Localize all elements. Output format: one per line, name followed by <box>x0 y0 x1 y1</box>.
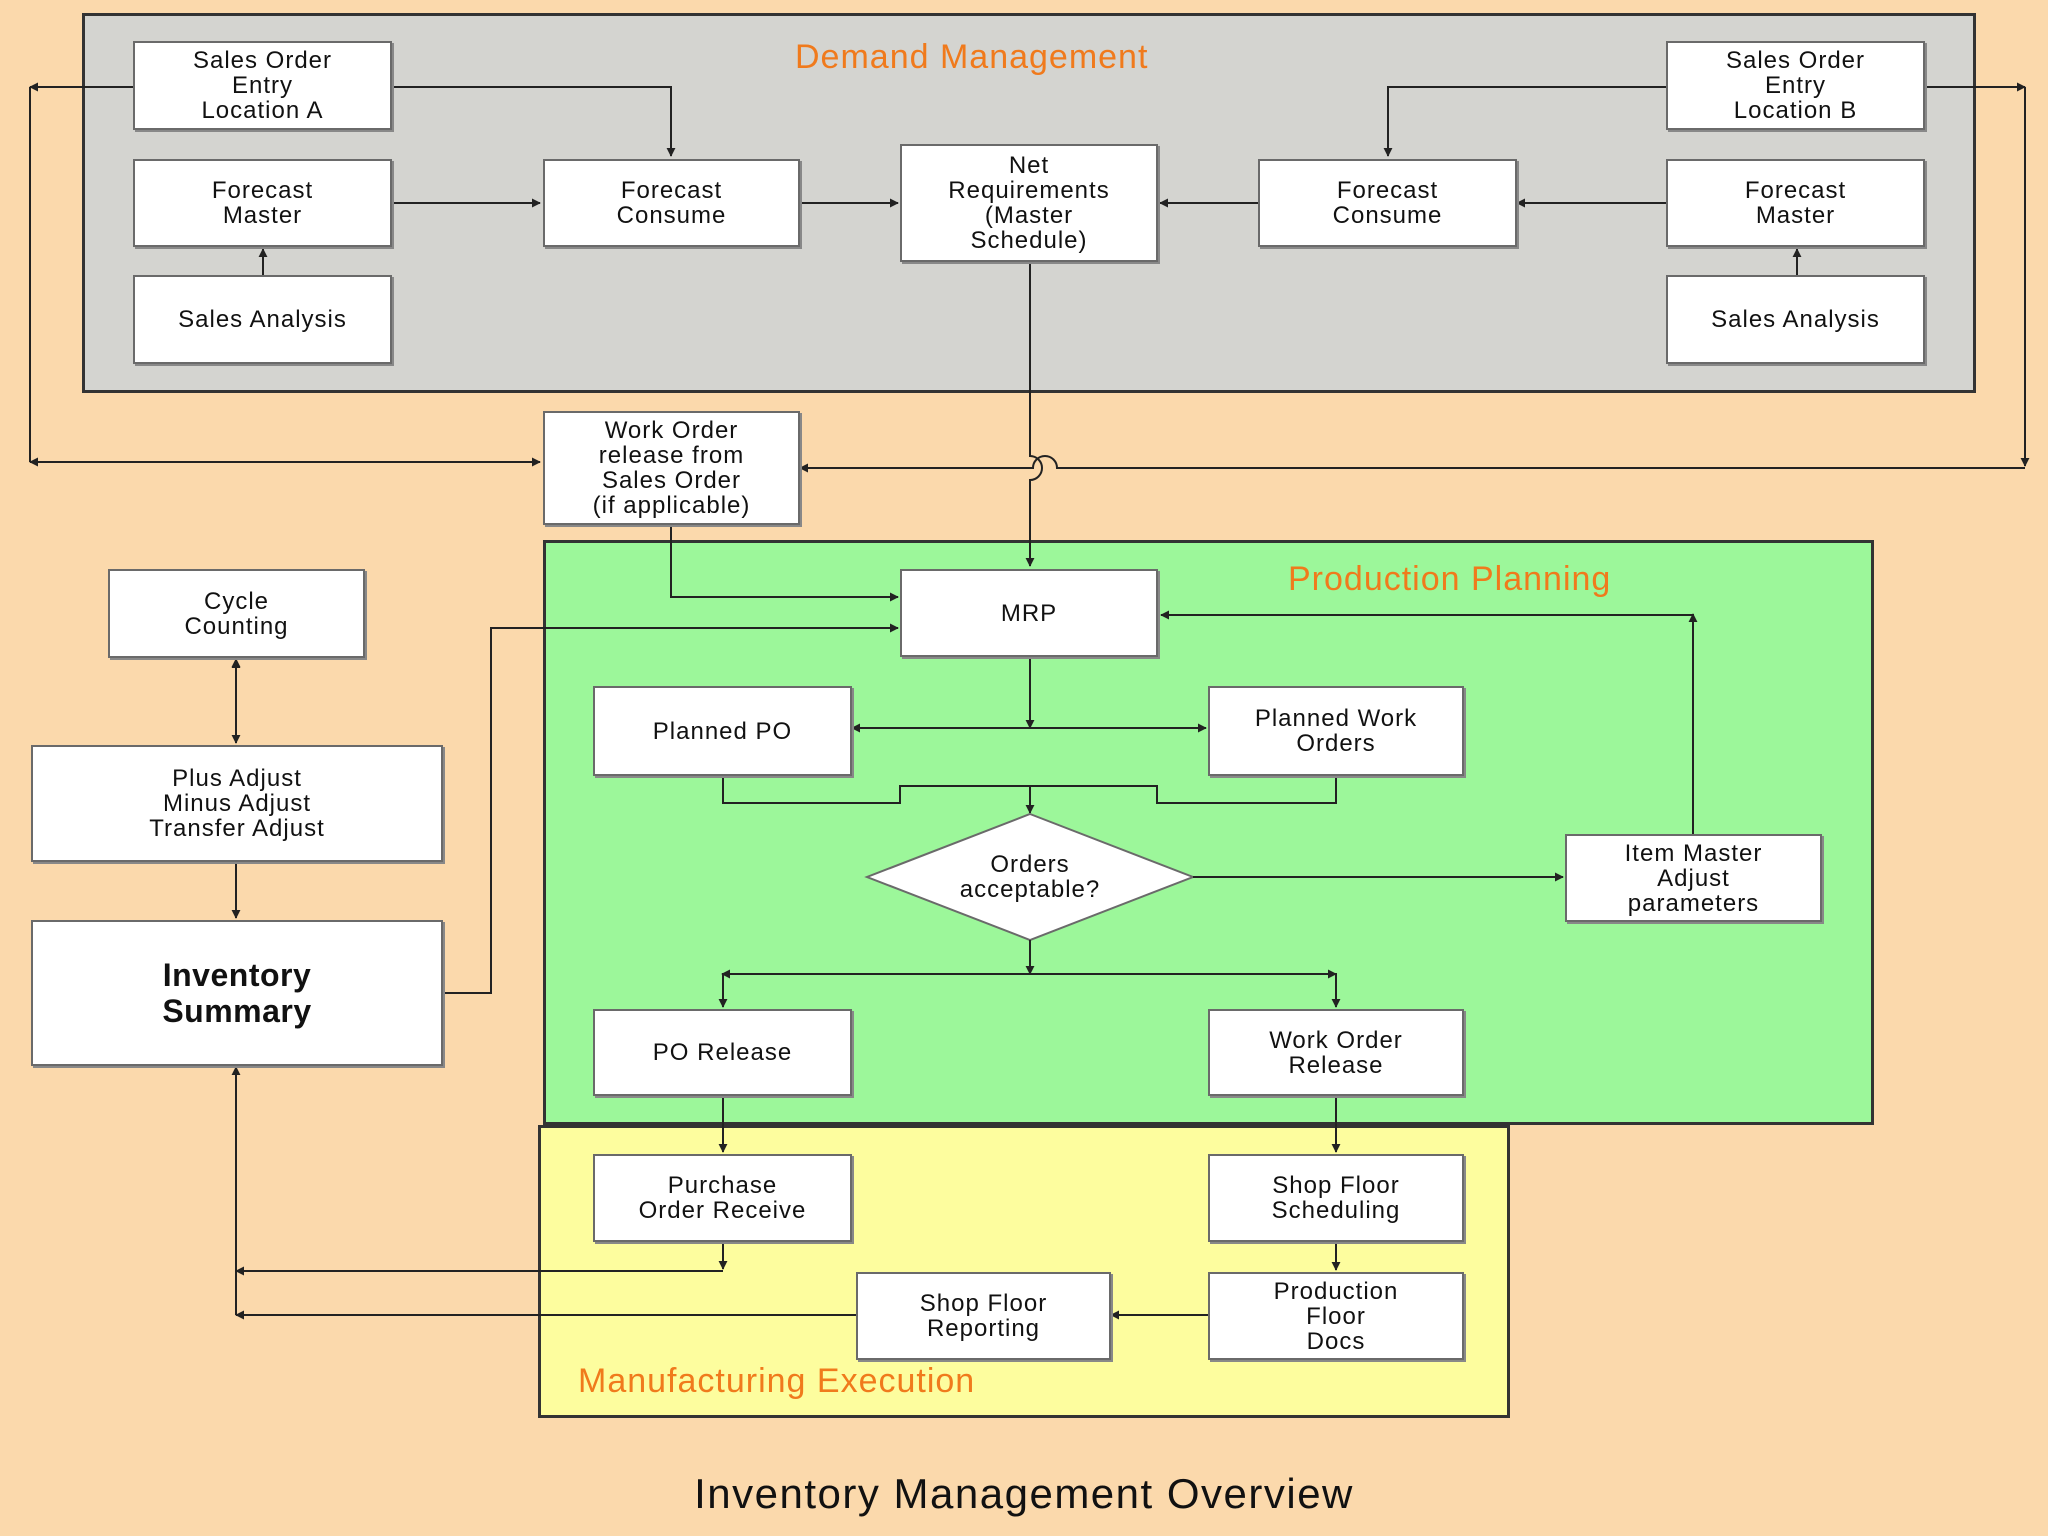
sales-analysis-b: Sales Analysis <box>1666 275 1925 364</box>
work-order-release: Work Order Release <box>1208 1009 1464 1096</box>
diagram-title: Inventory Management Overview <box>694 1470 1354 1517</box>
manufacturing-execution-title: Manufacturing Execution <box>578 1362 976 1400</box>
production-floor-docs: Production Floor Docs <box>1208 1272 1464 1360</box>
demand-management-title: Demand Management <box>795 38 1149 76</box>
forecast-consume-a: Forecast Consume <box>543 159 800 247</box>
sales-order-entry-location-b: Sales Order Entry Location B <box>1666 41 1925 130</box>
po-release: PO Release <box>593 1009 852 1096</box>
edge-net-requirements-to-mrp <box>1025 262 1043 567</box>
item-master-adjust-parameters: Item Master Adjust parameters <box>1565 834 1822 922</box>
plus-minus-transfer-adjust: Plus Adjust Minus Adjust Transfer Adjust <box>31 745 443 862</box>
planned-po: Planned PO <box>593 686 852 776</box>
orders-acceptable-label: Orders acceptable? <box>959 851 1101 903</box>
shop-floor-scheduling: Shop Floor Scheduling <box>1208 1154 1464 1242</box>
edge-right-loop-to-wo-release-so <box>799 455 2025 473</box>
purchase-order-receive: Purchase Order Receive <box>593 1154 852 1242</box>
sales-order-entry-location-a: Sales Order Entry Location A <box>133 41 392 130</box>
mrp: MRP <box>900 569 1158 657</box>
forecast-master-b: Forecast Master <box>1666 159 1925 247</box>
production-planning-title: Production Planning <box>1288 560 1612 598</box>
cycle-counting: Cycle Counting <box>108 569 365 658</box>
edge-decision-to-wo-release <box>1030 973 1341 1008</box>
edge-so-b-to-forecast-consume-b <box>1383 86 1666 157</box>
forecast-consume-b: Forecast Consume <box>1258 159 1517 247</box>
edge-wo-release-so-to-mrp <box>670 525 899 602</box>
work-order-release-from-sales-order: Work Order release from Sales Order (if … <box>543 411 800 525</box>
planned-work-orders: Planned Work Orders <box>1208 686 1464 776</box>
inventory-summary: Inventory Summary <box>31 920 443 1066</box>
edge-so-a-to-forecast-consume-a <box>392 86 676 157</box>
shop-floor-reporting: Shop Floor Reporting <box>856 1272 1111 1360</box>
edge-inventory-summary-to-mrp <box>443 623 899 994</box>
edge-planned-po-to-decision <box>722 776 1337 804</box>
edge-decision-to-po-release <box>718 973 1030 1008</box>
net-requirements-master-schedule: Net Requirements (Master Schedule) <box>900 144 1158 262</box>
forecast-master-a: Forecast Master <box>133 159 392 247</box>
sales-analysis-a: Sales Analysis <box>133 275 392 364</box>
